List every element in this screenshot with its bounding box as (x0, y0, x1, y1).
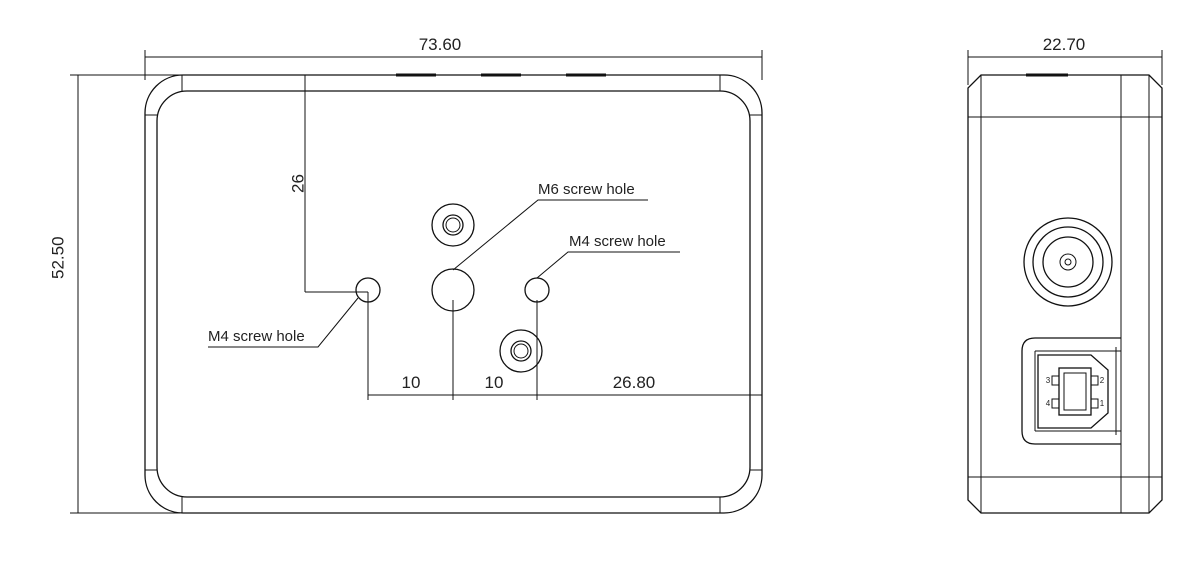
m6-callout: M6 screw hole (452, 181, 648, 271)
width-dimension: 73.60 (144, 35, 763, 80)
m4-left-callout: M4 screw hole (208, 297, 359, 348)
m4-right-callout: M4 screw hole (536, 233, 680, 279)
m4-left-label: M4 screw hole (208, 328, 305, 345)
width-label: 73.60 (419, 35, 462, 54)
depth-dimension: 22.70 (967, 35, 1163, 85)
hole-from-top-dimension: 26 (289, 75, 368, 293)
side-view: 22.70 3 4 2 1 (967, 35, 1163, 514)
m4-right-label: M4 screw hole (569, 233, 666, 250)
counterbore-top (431, 203, 475, 247)
height-label: 52.50 (49, 236, 68, 279)
side-body (967, 74, 1163, 514)
hole-from-top-label: 26 (289, 174, 308, 193)
enclosure-outline (144, 74, 763, 514)
enclosure-face (156, 90, 751, 498)
spacing-left-label: 10 (402, 373, 421, 392)
bnc-connector (1023, 217, 1113, 307)
front-view: 73.60 52.50 26 (49, 35, 763, 514)
usb-pin-4: 4 (1046, 399, 1051, 408)
spacing-right-label: 10 (485, 373, 504, 392)
usb-pin-3: 3 (1046, 376, 1051, 385)
hole-spacing-dimension: 10 10 26.80 (367, 292, 762, 400)
counterbore-bottom (499, 329, 543, 373)
height-dimension: 52.50 (49, 74, 180, 514)
usb-pin-1: 1 (1100, 399, 1105, 408)
m4-hole-right (524, 277, 550, 303)
hole-to-edge-label: 26.80 (613, 373, 656, 392)
usb-b-port: 3 4 2 1 (1021, 337, 1121, 445)
depth-label: 22.70 (1043, 35, 1086, 54)
usb-pin-2: 2 (1100, 376, 1105, 385)
m6-label: M6 screw hole (538, 181, 635, 198)
